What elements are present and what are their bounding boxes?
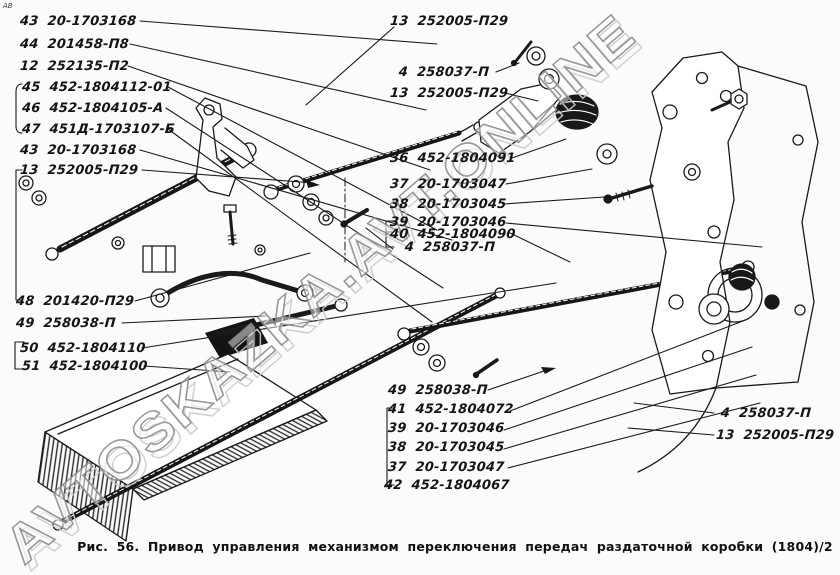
part-index: 37 xyxy=(387,460,408,475)
housing-box xyxy=(37,177,506,542)
callout-right-1: 13 252005-П29 xyxy=(715,428,834,443)
part-number: 258038-П xyxy=(414,383,489,398)
part-index: 44 xyxy=(19,37,40,52)
part-index: 42 xyxy=(383,478,404,493)
part-index: 50 xyxy=(19,341,40,356)
callout-top-middle-1: 4 258037-П xyxy=(389,65,489,80)
callout-left-top-4: 46 452-1804105-А xyxy=(21,101,163,116)
callout-left-bottom-1: 49 258038-П xyxy=(15,316,116,331)
part-number: 20-1703045 xyxy=(414,440,505,455)
part-index: 47 xyxy=(21,122,42,137)
part-index: 38 xyxy=(387,440,408,455)
part-number: 201420-П29 xyxy=(42,294,135,309)
part-index: 13 xyxy=(19,163,40,178)
part-index: 13 xyxy=(715,428,736,443)
part-number: 452-1804067 xyxy=(410,478,511,493)
cotter-pin xyxy=(345,208,369,224)
part-number: 20-1703168 xyxy=(46,14,137,29)
callout-left-top-3: 45 452-1804112-01 xyxy=(21,80,172,95)
part-number: 258037-П xyxy=(416,65,490,80)
part-index: 49 xyxy=(387,383,408,398)
part-index: 41 xyxy=(387,402,408,417)
part-index: 38 xyxy=(389,197,410,212)
part-index: 43 xyxy=(19,143,40,158)
callout-right-0: 4 258037-П xyxy=(715,406,811,421)
part-number: 452-1804091 xyxy=(416,151,517,166)
part-number: 252005-П29 xyxy=(742,428,835,443)
callout-left-top-6: 43 20-1703168 xyxy=(19,143,136,158)
part-number: 452-1804100 xyxy=(48,359,149,374)
upper-rod-assembly xyxy=(263,40,618,226)
callout-bottom-middle-2: 39 20-1703046 xyxy=(387,421,504,436)
part-number: 452-1804105-А xyxy=(48,101,164,116)
part-index: 39 xyxy=(387,421,408,436)
part-number: 452-1804110 xyxy=(46,341,147,356)
callout-top-middle-2: 13 252005-П29 xyxy=(389,86,508,101)
callout-bottom-middle-1: 41 452-1804072 xyxy=(387,402,514,417)
part-number: 201458-П8 xyxy=(46,37,130,52)
callout-middle-0: 36 452-1804091 xyxy=(389,151,516,166)
part-number: 252135-П2 xyxy=(46,59,130,74)
part-index: 13 xyxy=(389,86,410,101)
callout-left-top-7: 13 252005-П29 xyxy=(19,163,138,178)
part-index: 4 xyxy=(398,65,409,80)
part-number: 258037-П xyxy=(422,240,496,255)
callout-middle-5: 4 258037-П xyxy=(395,240,495,255)
cotter-pin xyxy=(476,358,499,375)
part-index: 48 xyxy=(15,294,36,309)
stud-bolt xyxy=(610,184,654,200)
callout-top-middle-0: 13 252005-П29 xyxy=(389,14,508,29)
callout-left-top-1: 44 201458-П8 xyxy=(19,37,129,52)
right-bracket-assembly xyxy=(603,51,819,473)
hex-bolt xyxy=(730,88,748,110)
callout-left-top-5: 47 451Д-1703107-Б xyxy=(21,122,175,137)
part-number: 20-1703046 xyxy=(414,421,505,436)
callout-left-bottom-3: 51 452-1804100 xyxy=(21,359,148,374)
callout-bottom-middle-0: 49 258038-П xyxy=(387,383,488,398)
figure-caption: Рис. 56. Привод управления механизмом пе… xyxy=(77,539,833,554)
part-number: 452-1804112-01 xyxy=(48,80,173,95)
part-number: 252005-П29 xyxy=(416,86,509,101)
part-number: 252005-П29 xyxy=(46,163,139,178)
part-number: 258037-П xyxy=(738,406,812,421)
part-number: 452-1804072 xyxy=(414,402,515,417)
callout-bottom-middle-3: 38 20-1703045 xyxy=(387,440,504,455)
callout-left-bottom-2: 50 452-1804110 xyxy=(19,341,146,356)
part-number: 252005-П29 xyxy=(416,14,509,29)
part-index: 12 xyxy=(19,59,40,74)
callout-left-bottom-0: 48 201420-П29 xyxy=(15,294,134,309)
callout-middle-2: 38 20-1703045 xyxy=(389,197,506,212)
corner-mark: АВ xyxy=(3,2,13,10)
part-index: 43 xyxy=(19,14,40,29)
cotter-pin xyxy=(514,40,533,63)
part-number: 258038-П xyxy=(42,316,117,331)
part-number: 20-1703047 xyxy=(414,460,505,475)
callout-bottom-middle-5: 42 452-1804067 xyxy=(383,478,510,493)
part-index: 4 xyxy=(404,240,415,255)
part-index: 45 xyxy=(21,80,42,95)
part-index: 4 xyxy=(720,406,731,421)
callout-bottom-middle-4: 37 20-1703047 xyxy=(387,460,504,475)
callout-left-top-2: 12 252135-П2 xyxy=(19,59,129,74)
part-number: 20-1703168 xyxy=(46,143,137,158)
leader-lines xyxy=(121,20,763,469)
callout-left-top-0: 43 20-1703168 xyxy=(19,14,136,29)
part-number: 20-1703045 xyxy=(416,197,507,212)
callout-middle-1: 37 20-1703047 xyxy=(389,177,506,192)
part-index: 13 xyxy=(389,14,410,29)
part-index: 49 xyxy=(15,316,36,331)
part-index: 37 xyxy=(389,177,410,192)
part-number: 451Д-1703107-Б xyxy=(48,122,176,137)
part-number: 20-1703047 xyxy=(416,177,507,192)
part-index: 36 xyxy=(389,151,410,166)
part-index: 46 xyxy=(21,101,42,116)
part-index: 51 xyxy=(21,359,42,374)
